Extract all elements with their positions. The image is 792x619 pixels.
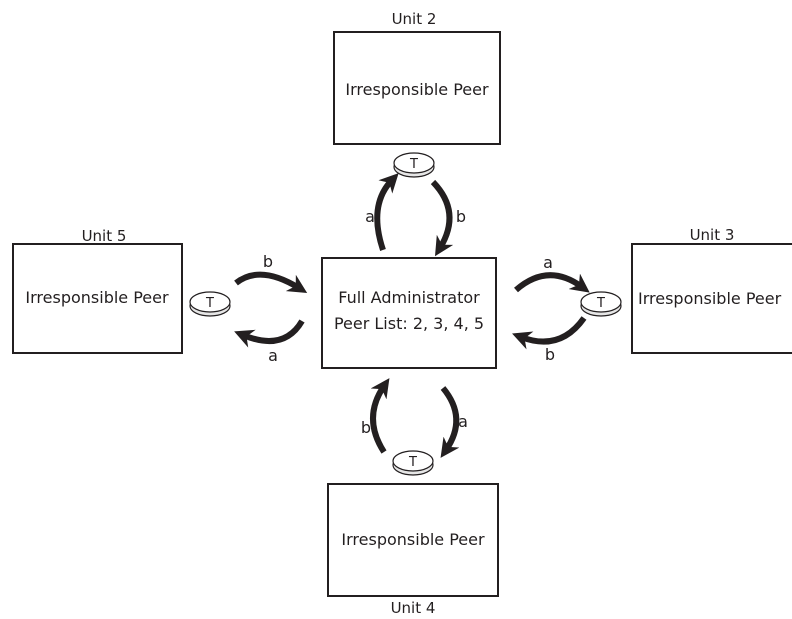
arrow-a-to-unit5	[234, 319, 305, 348]
token-top: T	[393, 152, 435, 178]
token-right-label: T	[596, 296, 605, 311]
arrow-label-a-top: a	[365, 207, 375, 226]
arrow-b-from-unit3	[512, 316, 587, 350]
arrow-label-a-left: a	[268, 346, 278, 365]
arrow-b-from-unit4	[370, 378, 390, 454]
token-right: T	[580, 291, 622, 317]
token-top-label: T	[409, 157, 418, 172]
center-title: Full Administrator	[338, 288, 480, 307]
arrow-label-b-right: b	[545, 345, 555, 364]
token-left: T	[189, 291, 231, 317]
token-bottom-label: T	[408, 455, 417, 470]
token-bottom: T	[392, 450, 434, 476]
unit3-role: Irresponsible Peer	[638, 289, 782, 308]
unit4-label: Unit 4	[391, 599, 436, 617]
unit4-role: Irresponsible Peer	[341, 530, 485, 549]
unit3-label: Unit 3	[690, 226, 735, 244]
unit2-role: Irresponsible Peer	[345, 80, 489, 99]
arrow-b-from-unit2	[430, 179, 454, 257]
unit5-label: Unit 5	[82, 227, 127, 245]
token-left-label: T	[205, 296, 214, 311]
unit3-box[interactable]: Irresponsible Peer	[631, 243, 792, 354]
arrow-label-b-top: b	[456, 207, 466, 226]
arrow-label-b-left: b	[263, 252, 273, 271]
arrow-label-a-bottom: a	[458, 412, 468, 431]
unit5-role: Irresponsible Peer	[25, 288, 169, 307]
arrow-a-to-unit3	[514, 272, 590, 293]
unit5-box[interactable]: Irresponsible Peer	[12, 243, 183, 354]
arrow-a-to-unit2	[374, 173, 399, 251]
center-peer-list: Peer List: 2, 3, 4, 5	[334, 314, 484, 333]
arrow-a-to-unit4	[440, 386, 460, 458]
unit2-box[interactable]: Irresponsible Peer	[333, 31, 501, 145]
unit2-label: Unit 2	[392, 10, 437, 28]
arrow-label-b-bottom: b	[361, 418, 371, 437]
arrow-b-from-unit5	[234, 271, 308, 294]
full-administrator-box[interactable]: Full Administrator Peer List: 2, 3, 4, 5	[321, 257, 497, 369]
arrow-label-a-right: a	[543, 253, 553, 272]
unit4-box[interactable]: Irresponsible Peer	[327, 483, 499, 597]
